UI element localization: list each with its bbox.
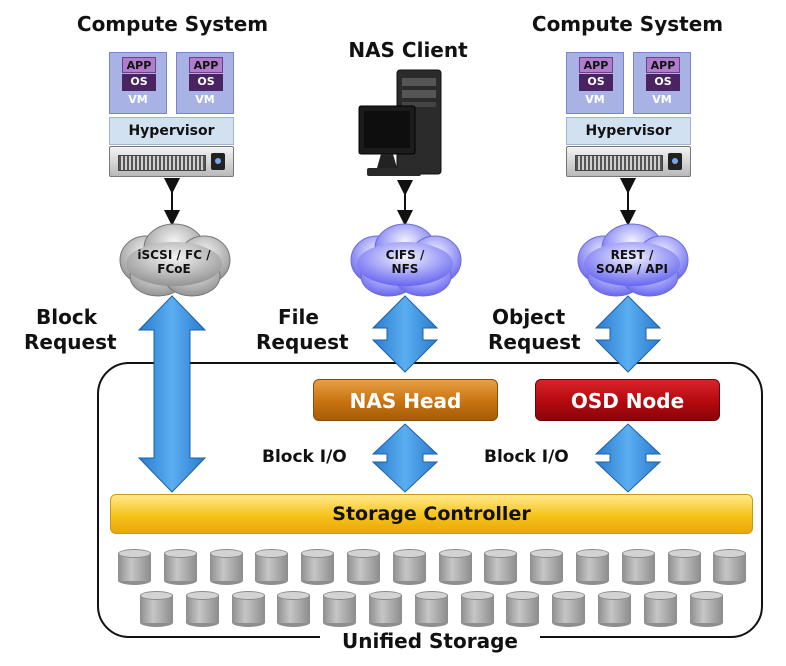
block-request-label: Block Request [24, 305, 117, 355]
cloud-block-label: iSCSI / FC / FCoE [112, 248, 236, 276]
os-label: OS [189, 74, 223, 91]
compute-system-left-title: Compute System [76, 12, 269, 36]
app-label: APP [579, 57, 613, 73]
cloud-object-label: REST / SOAP / API [570, 248, 694, 276]
disk-icon [598, 591, 631, 627]
cloud-object-line1: REST / [610, 248, 654, 262]
disk-icon [301, 549, 335, 585]
os-label: OS [579, 74, 613, 91]
block-request-line1: Block [36, 305, 97, 329]
app-label: APP [646, 57, 680, 73]
disk-icon [255, 549, 289, 585]
disk-icon [438, 549, 472, 585]
server-icon [566, 146, 691, 177]
vm-label: VM [585, 93, 605, 106]
disk-icon [140, 591, 173, 627]
file-request-line1: File [278, 305, 319, 329]
disk-icon [185, 591, 219, 627]
block-io-right-label: Block I/O [484, 447, 569, 467]
block-io-left-label: Block I/O [262, 447, 347, 467]
disk-icon [460, 591, 494, 627]
os-label: OS [122, 74, 156, 91]
object-request-arrow [594, 295, 662, 373]
object-request-label: Object Request [488, 305, 581, 355]
disk-icon [530, 549, 564, 585]
disk-icon [667, 549, 701, 585]
disk-icon [231, 591, 265, 627]
nas-client-computer-icon [358, 69, 442, 176]
file-request-label: File Request [256, 305, 349, 355]
nas-client-title: NAS Client [348, 38, 468, 62]
block-request-arrow [137, 295, 207, 493]
compute-system-right-title: Compute System [531, 12, 724, 36]
hypervisor-label: Hypervisor [566, 117, 691, 145]
disk-icon [643, 591, 677, 627]
cloud-block-icon [119, 223, 231, 297]
os-label: OS [646, 74, 680, 91]
disk-icon [576, 549, 609, 585]
block-io-right-arrow [594, 423, 662, 493]
nas-head-box: NAS Head [313, 379, 498, 421]
vm-box: APP OS VM [176, 52, 234, 114]
disk-icon [118, 549, 151, 585]
disk-icon [163, 549, 197, 585]
file-request-line2: Request [256, 330, 349, 354]
cloud-file-label: CIFS / NFS [343, 248, 467, 276]
object-request-line2: Request [488, 330, 581, 354]
osd-node-box: OSD Node [535, 379, 720, 421]
disk-icon [323, 591, 357, 627]
disk-icon [209, 549, 243, 585]
app-label: APP [189, 57, 223, 73]
disk-icon [392, 549, 426, 585]
file-request-arrow [371, 295, 439, 373]
disk-icon [277, 591, 311, 627]
disk-icon [713, 549, 747, 585]
disk-icon [506, 591, 540, 627]
disk-icon [369, 591, 402, 627]
cloud-file-icon [350, 223, 462, 297]
vm-box: APP OS VM [633, 52, 691, 114]
object-request-line1: Object [492, 305, 566, 329]
cloud-file-line2: NFS [391, 262, 419, 276]
disk-icon [484, 549, 518, 585]
vm-label: VM [195, 93, 215, 106]
disk-icon [347, 549, 380, 585]
cloud-block-line1: iSCSI / FC / [137, 248, 211, 262]
block-io-left-arrow [371, 423, 439, 493]
disk-icon [621, 549, 655, 585]
hypervisor-label: Hypervisor [109, 117, 234, 145]
vm-box: APP OS VM [109, 52, 167, 114]
vm-label: VM [652, 93, 672, 106]
vm-label: VM [128, 93, 148, 106]
disk-icon [689, 591, 723, 627]
storage-controller-bar: Storage Controller [110, 494, 753, 534]
cloud-object-icon [577, 223, 689, 297]
cloud-object-line2: SOAP / API [596, 262, 668, 276]
cloud-block-line2: FCoE [157, 262, 191, 276]
disk-icon [552, 591, 586, 627]
server-icon [109, 146, 234, 177]
disk-icon [414, 591, 448, 627]
unified-storage-label: Unified Storage [320, 628, 540, 654]
block-request-line2: Request [24, 330, 117, 354]
cloud-file-line1: CIFS / [385, 248, 425, 262]
app-label: APP [122, 57, 156, 73]
vm-box: APP OS VM [566, 52, 624, 114]
